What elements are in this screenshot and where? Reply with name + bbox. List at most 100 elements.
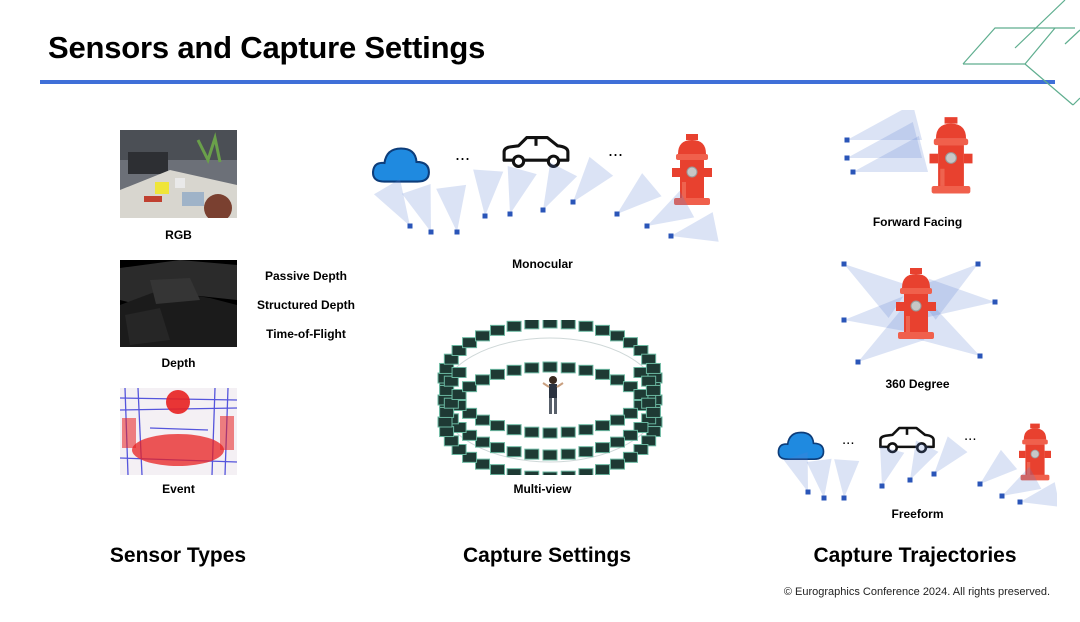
camera-frame	[490, 324, 505, 336]
camera-frame	[451, 389, 467, 400]
camera-icon	[907, 477, 913, 483]
rgb-image	[120, 130, 237, 218]
camera-frame	[475, 458, 491, 470]
camera-frame	[645, 362, 661, 374]
copyright-notice: © Eurographics Conference 2024. All righ…	[783, 586, 1050, 598]
camera-frame	[609, 458, 625, 470]
camera-frame	[609, 330, 625, 342]
camera-frame	[609, 374, 625, 386]
camera-frame	[462, 451, 478, 463]
camera-frustum	[844, 264, 911, 318]
camera-frustum	[783, 452, 808, 492]
camera-icon	[507, 211, 513, 217]
camera-frame	[542, 449, 558, 461]
camera-frame	[451, 367, 467, 378]
camera-frame	[560, 320, 576, 330]
camera-frame	[524, 320, 540, 330]
camera-frustum	[671, 212, 719, 242]
capture-settings-heading: Capture Settings	[462, 544, 632, 567]
camera-frame	[641, 435, 657, 447]
camera-icon	[570, 199, 576, 205]
camera-icon	[614, 211, 620, 217]
camera-frame	[443, 375, 459, 387]
camera-frame	[641, 397, 657, 409]
ellipsis-2: ...	[608, 140, 623, 160]
camera-frustum	[473, 169, 504, 216]
camera-icon	[844, 155, 850, 161]
camera-frustum	[507, 166, 537, 214]
camera-frustum	[543, 162, 578, 210]
camera-frame	[490, 464, 505, 475]
camera-frame	[578, 446, 594, 458]
camera-frustum	[806, 458, 832, 498]
camera-frustum	[1020, 482, 1057, 507]
ellipsis-1: ...	[455, 144, 470, 164]
camera-frame	[506, 468, 522, 475]
camera-icon	[855, 359, 861, 365]
camera-icon	[821, 495, 827, 501]
camera-frame	[622, 429, 638, 441]
degree360-label: 360 Degree	[885, 377, 950, 391]
camera-icon	[977, 353, 983, 359]
freeform-label: Freeform	[891, 507, 944, 521]
camera-frame	[506, 364, 522, 376]
ellipsis-2: ...	[964, 427, 977, 444]
person-figure	[542, 376, 564, 414]
depth-label: Depth	[161, 356, 196, 370]
camera-frame	[595, 442, 610, 454]
camera-frame	[595, 368, 610, 380]
camera-frustum	[853, 136, 928, 172]
camera-frame	[578, 320, 594, 332]
monocular-diagram: ... ...	[371, 133, 719, 242]
camera-frame	[443, 397, 459, 409]
depth-kind-structured: Structured Depth	[256, 298, 355, 312]
camera-frustum	[1002, 466, 1042, 496]
event-label: Event	[162, 482, 195, 496]
camera-icon	[850, 169, 856, 175]
camera-frame	[506, 424, 522, 436]
camera-icon	[482, 213, 488, 219]
camera-icon	[454, 229, 460, 235]
camera-frame	[622, 407, 638, 419]
sensor-types-heading: Sensor Types	[109, 544, 247, 567]
camera-frame	[490, 442, 505, 454]
camera-frame	[578, 468, 594, 475]
camera-frame	[578, 364, 594, 376]
camera-frustum	[980, 449, 1018, 484]
camera-frame	[490, 420, 505, 432]
camera-frame	[595, 324, 610, 336]
camera-frame	[542, 471, 558, 475]
camera-frame	[443, 353, 459, 365]
camera-frustum	[834, 459, 860, 498]
camera-frame	[462, 429, 478, 441]
camera-frame	[633, 345, 649, 356]
camera-frame	[578, 424, 594, 436]
camera-icon	[992, 299, 998, 305]
cloud-icon	[371, 147, 430, 183]
camera-frame	[439, 384, 455, 396]
camera-icon	[841, 495, 847, 501]
camera-frustum	[880, 446, 905, 486]
multiview-label: Multi-view	[513, 482, 572, 496]
camera-frame	[622, 451, 638, 463]
event-image	[120, 388, 237, 475]
camera-frustum	[847, 122, 922, 158]
camera-ring	[437, 320, 663, 475]
camera-frame	[443, 435, 459, 447]
camera-frame	[645, 426, 661, 438]
camera-icon	[999, 493, 1005, 499]
camera-frame	[542, 320, 558, 329]
rgb-label: RGB	[165, 228, 192, 242]
camera-frame	[560, 426, 576, 438]
camera-frame	[506, 320, 522, 332]
camera-icon	[540, 207, 546, 213]
camera-icon	[841, 317, 847, 323]
camera-frustum	[934, 436, 968, 474]
camera-frame	[633, 444, 649, 455]
camera-frame	[633, 422, 649, 433]
camera-icon	[975, 261, 981, 267]
camera-frustum	[926, 278, 995, 318]
camera-frame	[490, 368, 505, 380]
depth-image	[120, 260, 237, 347]
camera-icon	[1017, 499, 1023, 505]
